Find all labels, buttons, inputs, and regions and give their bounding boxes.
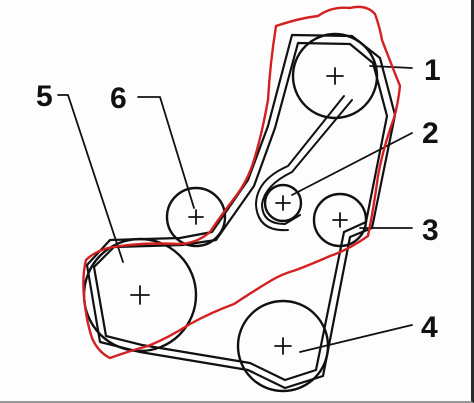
pulley-1 bbox=[291, 32, 379, 120]
label-5: 5 bbox=[36, 80, 53, 113]
pulley-3 bbox=[312, 192, 368, 248]
label-3: 3 bbox=[422, 214, 439, 247]
leader-line-5 bbox=[57, 94, 124, 263]
pulley-6 bbox=[165, 186, 227, 248]
drive-belt bbox=[85, 33, 397, 390]
red-highlight-outline bbox=[82, 5, 402, 360]
label-4: 4 bbox=[421, 311, 438, 344]
label-1: 1 bbox=[424, 54, 441, 87]
label-6: 6 bbox=[110, 82, 127, 115]
inner-belt-loop bbox=[255, 95, 353, 232]
pulley-5 bbox=[82, 237, 198, 353]
pulley-2 bbox=[263, 183, 303, 223]
pulley-4 bbox=[236, 299, 330, 393]
label-2: 2 bbox=[422, 117, 439, 150]
leader-line-4 bbox=[299, 324, 413, 353]
leader-line-6 bbox=[137, 96, 195, 209]
leader-line-1 bbox=[369, 65, 413, 69]
leader-line-2 bbox=[291, 132, 413, 196]
